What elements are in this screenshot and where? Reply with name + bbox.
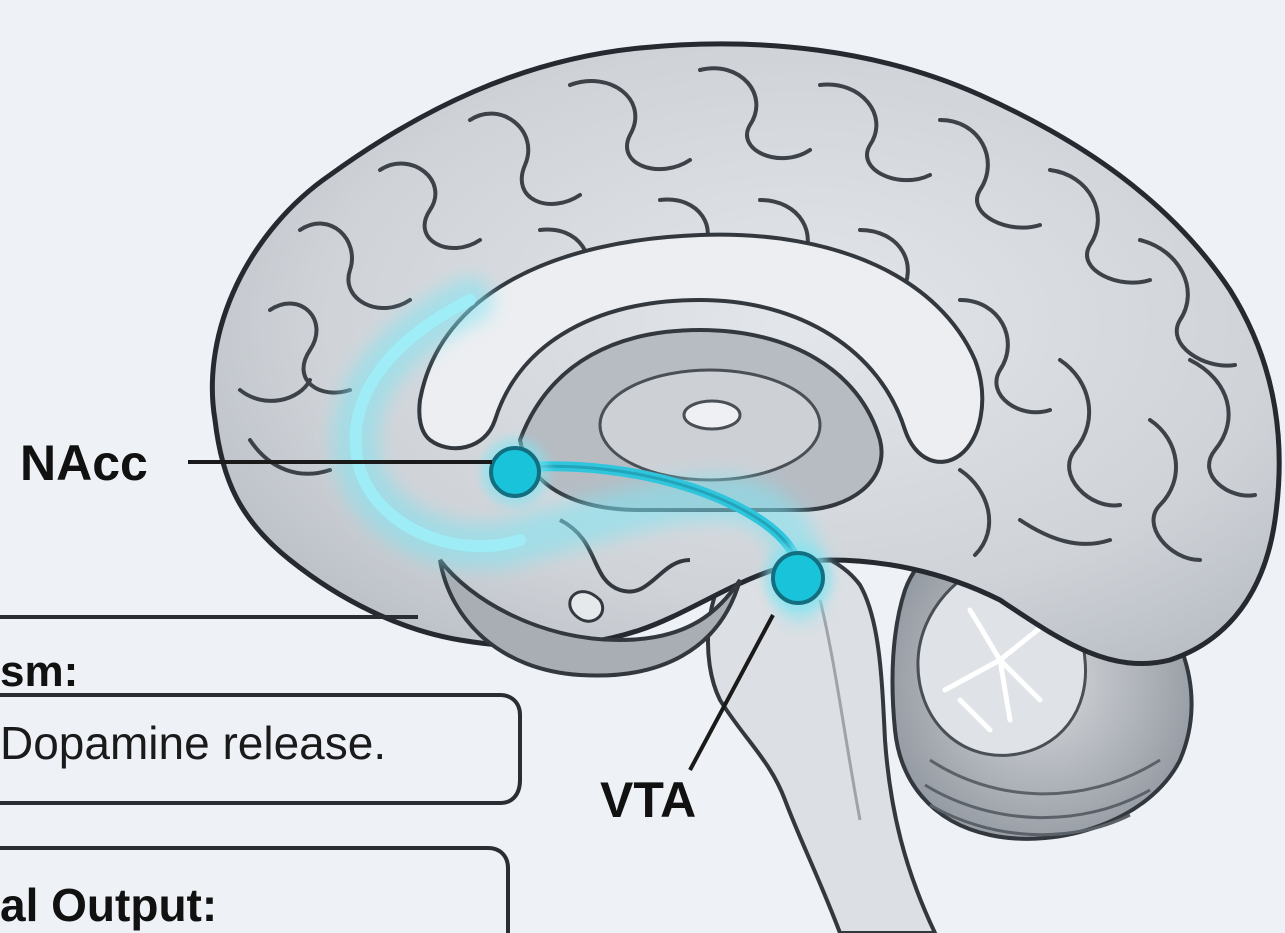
nacc-node [481, 438, 549, 506]
vta-label: VTA [600, 775, 696, 825]
mechanism-text: Dopamine release. [0, 720, 386, 766]
output-heading: al Output: [0, 882, 217, 928]
mechanism-heading: sm: [0, 650, 78, 694]
vta-node [764, 544, 832, 612]
nacc-label: NAcc [20, 438, 148, 488]
